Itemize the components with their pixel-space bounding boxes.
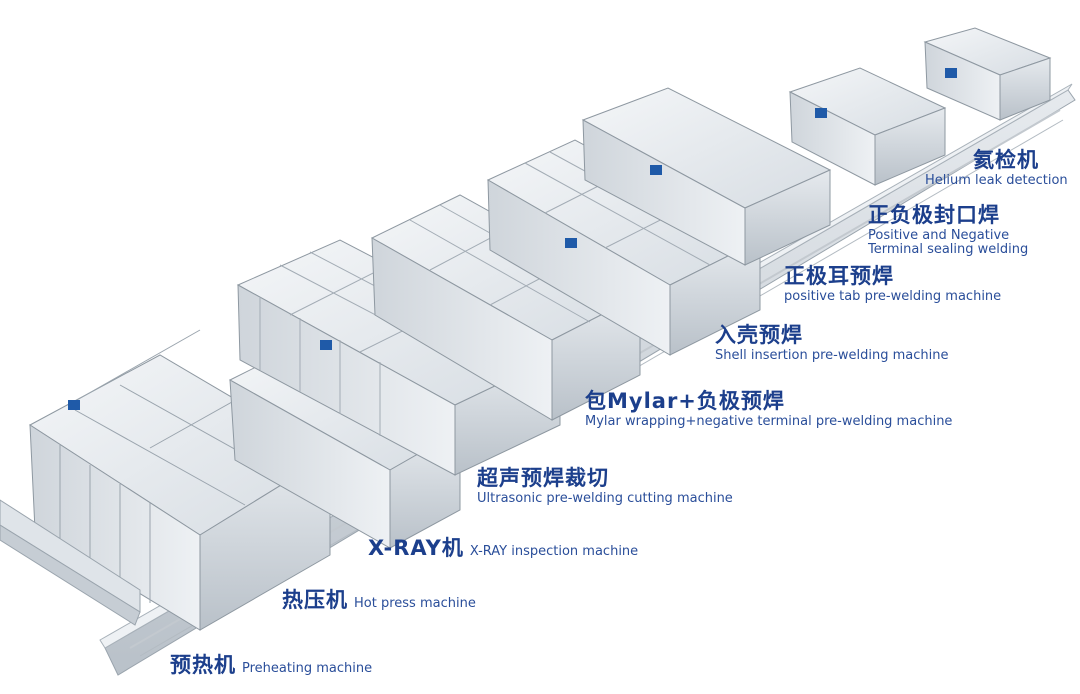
label-sealing-welding-en-2: Terminal sealing welding bbox=[868, 242, 1029, 257]
label-mylar-wrapping: 包Mylar+负极预焊 Mylar wrapping+negative term… bbox=[585, 389, 953, 429]
label-ultrasonic: 超声预焊裁切 Ultrasonic pre-welding cutting ma… bbox=[477, 466, 733, 506]
label-positive-tab-en: positive tab pre-welding machine bbox=[784, 289, 1002, 304]
label-ultrasonic-en: Ultrasonic pre-welding cutting machine bbox=[477, 491, 733, 506]
label-helium-leak: 氦检机 Helium leak detection bbox=[925, 148, 1068, 188]
label-shell-insertion-en: Shell insertion pre-welding machine bbox=[715, 348, 949, 363]
label-hot-press-en: Hot press machine bbox=[354, 596, 476, 611]
machine-helium-leak bbox=[923, 27, 1052, 121]
label-sealing-welding: 正负极封口焊 Positive and Negative Terminal se… bbox=[868, 203, 1029, 257]
label-shell-insertion: 入壳预焊 Shell insertion pre-welding machine bbox=[715, 323, 949, 363]
label-hot-press: 热压机 Hot press machine bbox=[282, 590, 476, 611]
machine-sealing-welding bbox=[788, 67, 947, 186]
label-sealing-welding-en-1: Positive and Negative bbox=[868, 228, 1010, 243]
label-mylar-wrapping-cn: 包Mylar+负极预焊 bbox=[585, 389, 785, 413]
label-helium-leak-cn: 氦检机 bbox=[973, 148, 1039, 172]
infeed-rail bbox=[0, 499, 141, 626]
label-ultrasonic-cn: 超声预焊裁切 bbox=[477, 466, 609, 490]
label-preheating-en: Preheating machine bbox=[242, 661, 373, 676]
machine-ultrasonic bbox=[370, 194, 642, 421]
label-hot-press-cn: 热压机 bbox=[282, 588, 348, 612]
label-mylar-wrapping-en: Mylar wrapping+negative terminal pre-wel… bbox=[585, 414, 953, 429]
label-preheating: 预热机 Preheating machine bbox=[170, 655, 372, 676]
label-sealing-welding-cn: 正负极封口焊 bbox=[868, 203, 1000, 227]
label-positive-tab: 正极耳预焊 positive tab pre-welding machine bbox=[784, 264, 1002, 304]
label-x-ray-cn: X-RAY机 bbox=[368, 536, 464, 560]
label-preheating-cn: 预热机 bbox=[170, 653, 236, 677]
label-positive-tab-cn: 正极耳预焊 bbox=[784, 264, 894, 288]
machine-positive-tab bbox=[581, 87, 832, 266]
label-x-ray: X-RAY机 X-RAY inspection machine bbox=[368, 538, 638, 559]
label-shell-insertion-cn: 入壳预焊 bbox=[715, 323, 803, 347]
label-helium-leak-en: Helium leak detection bbox=[925, 173, 1068, 188]
label-x-ray-en: X-RAY inspection machine bbox=[469, 544, 639, 559]
